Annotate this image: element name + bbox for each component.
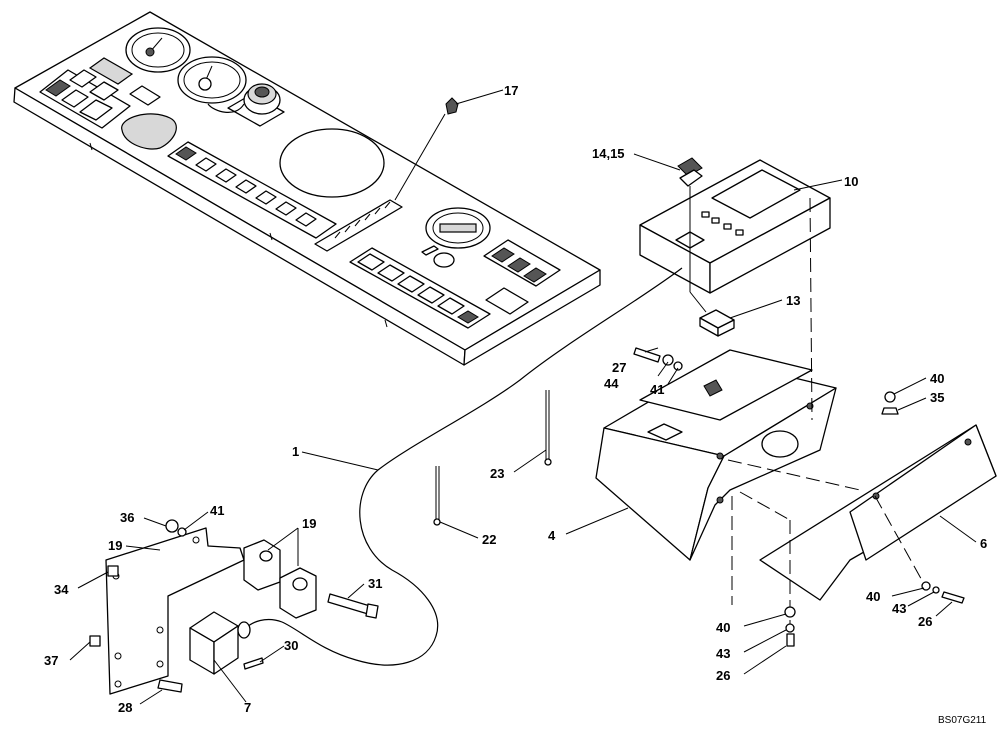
callout-17: 17 bbox=[504, 83, 518, 98]
callout-13: 13 bbox=[786, 293, 800, 308]
callout-7: 7 bbox=[244, 700, 251, 715]
callout-35: 35 bbox=[930, 390, 944, 405]
callout-22: 22 bbox=[482, 532, 496, 547]
callout-6: 6 bbox=[980, 536, 987, 551]
blank-plate bbox=[129, 85, 161, 106]
washer-40-upper bbox=[884, 391, 896, 403]
callout-10: 10 bbox=[844, 174, 858, 189]
buzzer-module-part-7 bbox=[189, 611, 251, 675]
nut-34 bbox=[107, 565, 119, 577]
nut-37 bbox=[89, 635, 101, 647]
callout-23: 23 bbox=[490, 466, 504, 481]
callout-40-right: 40 bbox=[866, 589, 880, 604]
cable-tie-23 bbox=[544, 390, 552, 466]
middle-switch-bank bbox=[167, 141, 337, 239]
washer-43-right bbox=[932, 586, 940, 594]
washer-43-lower bbox=[785, 623, 795, 633]
left-switch-bank bbox=[39, 69, 131, 129]
callout-40-upper: 40 bbox=[930, 371, 944, 386]
right-switch-bank bbox=[483, 239, 561, 287]
callout-41-upper: 41 bbox=[650, 382, 664, 397]
display-cover bbox=[279, 128, 385, 198]
clamp-halves-part-19 bbox=[243, 539, 317, 619]
nut-36 bbox=[165, 519, 179, 533]
callout-14-15: 14,15 bbox=[592, 146, 625, 161]
bolt-26-lower bbox=[786, 633, 795, 647]
display-monitor-part-10 bbox=[639, 159, 831, 294]
callout-4: 4 bbox=[548, 528, 556, 543]
cable-harness-part-1 bbox=[245, 267, 683, 666]
callout-26-lower: 26 bbox=[716, 668, 730, 683]
leader-lines bbox=[69, 89, 977, 705]
instrument-panel bbox=[13, 11, 601, 366]
washer-40-lower bbox=[784, 606, 796, 618]
callout-43-right: 43 bbox=[892, 601, 906, 616]
bolt-26-right bbox=[941, 591, 965, 604]
callout-26-right: 26 bbox=[918, 614, 932, 629]
fuse-strip bbox=[314, 199, 403, 252]
ignition-switch bbox=[207, 83, 285, 127]
lower-switch-bank bbox=[349, 247, 491, 329]
cup-holder bbox=[121, 113, 177, 150]
console-housing-part-4 bbox=[595, 349, 837, 561]
mounting-bracket-part-19 bbox=[105, 527, 245, 695]
gauge-hourmeter bbox=[425, 207, 491, 249]
gauge-left bbox=[125, 27, 191, 73]
callout-43-lower: 43 bbox=[716, 646, 730, 661]
callout-1: 1 bbox=[292, 444, 299, 459]
rocker-switch-part-14-15 bbox=[677, 157, 703, 292]
callout-28: 28 bbox=[118, 700, 132, 715]
callout-41-bracket: 41 bbox=[210, 503, 224, 518]
callout-40-lower: 40 bbox=[716, 620, 730, 635]
callout-19-bracket: 19 bbox=[108, 538, 122, 553]
callout-44: 44 bbox=[604, 376, 619, 391]
bolt-28 bbox=[157, 679, 183, 693]
clip-part-17 bbox=[394, 97, 459, 201]
callout-34: 34 bbox=[54, 582, 69, 597]
warning-lamp bbox=[88, 57, 134, 85]
drawing-reference: BS07G211 bbox=[938, 715, 987, 726]
rotary-knob bbox=[433, 252, 455, 268]
callout-31: 31 bbox=[368, 576, 382, 591]
connector-part-13 bbox=[689, 291, 735, 337]
callout-27: 27 bbox=[612, 360, 626, 375]
gauge-right bbox=[177, 56, 247, 104]
side-cover-part-6 bbox=[759, 424, 997, 601]
cable-tie-22 bbox=[433, 466, 441, 526]
callout-37: 37 bbox=[44, 653, 58, 668]
callout-19-clamp: 19 bbox=[302, 516, 316, 531]
callout-30: 30 bbox=[284, 638, 298, 653]
screw-30 bbox=[243, 657, 264, 670]
callout-36: 36 bbox=[120, 510, 134, 525]
nut-35 bbox=[881, 407, 899, 415]
bolt-part-31 bbox=[327, 593, 379, 619]
blank-plate-right bbox=[485, 287, 529, 315]
screw-washer-set-27-44-41 bbox=[633, 347, 683, 371]
washer-40-right bbox=[921, 581, 931, 591]
